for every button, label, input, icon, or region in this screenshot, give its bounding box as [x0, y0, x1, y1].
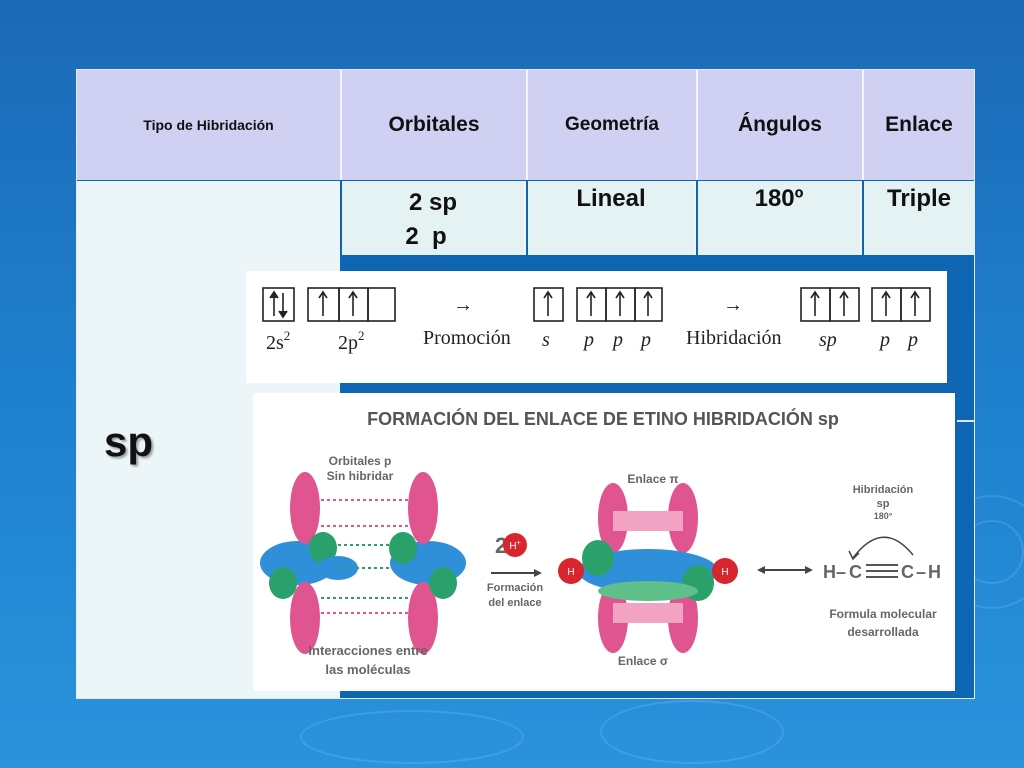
formula-dash-right: – — [916, 562, 926, 582]
bond-value: Triple — [886, 185, 952, 212]
formula-label-2: desarrollada — [847, 625, 919, 639]
header-geometry: Geometría — [528, 70, 698, 180]
left-molecule — [260, 472, 358, 654]
up-arrows — [318, 290, 920, 316]
label-s: s — [542, 329, 550, 351]
formation-label-2: del enlace — [488, 597, 541, 609]
angle-arc-head — [848, 550, 860, 561]
label-p3: p — [639, 329, 651, 351]
formula-h-right: H — [928, 562, 941, 582]
header-bond: Enlace — [864, 70, 974, 180]
ethyne-molecule: H H — [558, 483, 738, 653]
formation-arrow-head — [534, 569, 542, 577]
label-p2: p — [611, 329, 623, 351]
angle-value: 180º — [754, 185, 804, 212]
interaction-lines — [321, 499, 408, 614]
orbitals-p: 2 p — [405, 223, 447, 250]
formula-dash-left: – — [836, 562, 846, 582]
hybridization-type-label: sp — [104, 418, 154, 465]
cell-divider — [957, 420, 974, 422]
label-sp: sp — [819, 329, 837, 351]
geometry-cell: Lineal — [528, 181, 696, 255]
ethyne-figure-panel: FORMACIÓN DEL ENLACE DE ETINO HIBRIDACIÓ… — [253, 393, 955, 691]
pi-bond-label: Enlace π — [627, 472, 678, 486]
sigma-bond-label: Enlace σ — [618, 654, 668, 668]
h-ion-label: H+ — [509, 540, 520, 552]
label-p1: p — [582, 329, 594, 351]
bond-cell: Triple — [864, 181, 974, 255]
header-orbitals: Orbitales — [342, 70, 528, 180]
hybrid-angle: 180° — [874, 511, 893, 521]
formula-label-1: Formula molecular — [829, 607, 937, 621]
geometry-value: Lineal — [576, 185, 646, 212]
header-type: Tipo de Hibridación — [77, 70, 342, 180]
orbital-diagram-panel: 2s2 2p2 → Promoción s p p p → Hibridació… — [246, 271, 947, 383]
interactions-label-1: Interacciones entre — [308, 643, 427, 658]
right-molecule — [389, 472, 466, 654]
unhybrid-label-2: Sin hibridar — [327, 469, 394, 483]
label-p4: p — [878, 329, 890, 351]
atom-h-right: H — [721, 567, 728, 578]
hybrid-title-1: Hibridación — [853, 484, 914, 496]
coefficient: 2 — [495, 533, 507, 558]
orbitals-cell: 2 sp 2 p — [342, 181, 526, 255]
formula-c-right: C — [901, 562, 914, 582]
label-p5: p — [906, 329, 918, 351]
angle-cell: 180º — [698, 181, 862, 255]
hybrid-title-2: sp — [877, 498, 890, 510]
ethyne-figure: FORMACIÓN DEL ENLACE DE ETINO HIBRIDACIÓ… — [260, 408, 941, 677]
formation-label-1: Formación — [487, 582, 544, 594]
triple-bond — [866, 564, 898, 578]
label-promocion: Promoción — [423, 327, 511, 349]
angle-arc — [852, 536, 914, 559]
orbitals-sp: 2 sp — [408, 189, 458, 216]
atom-h-left: H — [567, 567, 574, 578]
interactions-label-2: las moléculas — [325, 662, 410, 677]
hydrogen-ion: 2 H+ — [495, 533, 527, 558]
label-2s: 2s2 — [266, 328, 290, 354]
figure-title: FORMACIÓN DEL ENLACE DE ETINO HIBRIDACIÓ… — [367, 408, 839, 429]
background-ripple — [600, 700, 784, 764]
formula-c-left: C — [849, 562, 862, 582]
header-angles: Ángulos — [698, 70, 864, 180]
orbital-diagram: 2s2 2p2 → Promoción s p p p → Hibridació… — [262, 287, 931, 354]
background-ripple — [300, 710, 524, 764]
formula-h-left: H — [823, 562, 836, 582]
unhybrid-label-1: Orbitales p — [329, 454, 392, 468]
label-hibridacion: Hibridación — [686, 327, 782, 349]
arrow-1: → — [453, 294, 473, 316]
arrow-2: → — [723, 294, 743, 316]
label-2p: 2p2 — [338, 328, 365, 354]
